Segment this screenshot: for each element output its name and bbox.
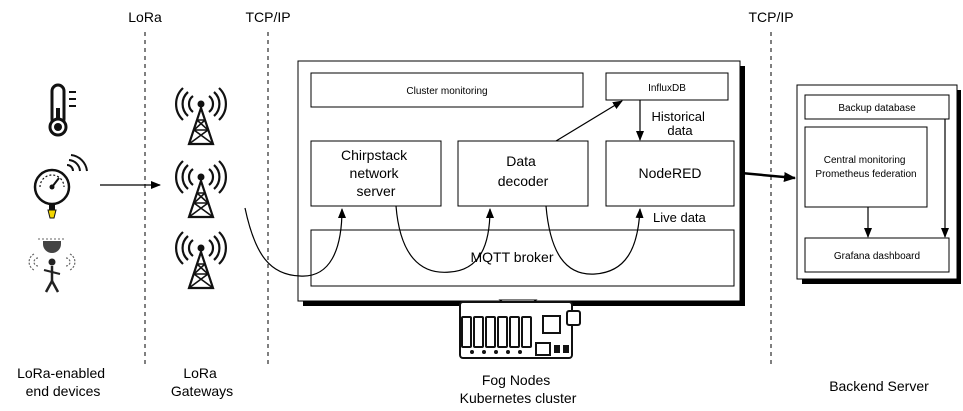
chirpstack-to-decoder-curve [395, 205, 494, 273]
mqtt-broker-label: MQTT broker [471, 249, 554, 265]
pressure-gauge-icon [33, 154, 88, 219]
historical-data-label: Historical data [651, 109, 708, 138]
tcp-label-right: TCP/IP [748, 9, 793, 25]
chirpstack-box [310, 140, 442, 207]
fog-caption: Fog Nodes Kubernetes cluster [460, 372, 577, 406]
data-decoder-label: Data decoder [498, 153, 549, 189]
antenna-tower-icon [175, 87, 227, 146]
mqtt-broker-box [310, 229, 735, 287]
grafana-dashboard-box [804, 237, 950, 273]
live-data-label: Live data [653, 210, 707, 225]
nodered-box [605, 140, 735, 207]
decoder-to-influxdb-arrow [555, 100, 623, 142]
raspberry-pi-icon [459, 299, 581, 359]
grafana-dashboard-label: Grafana dashboard [834, 251, 920, 262]
thermometer-icon [48, 83, 76, 137]
gateways-caption: LoRa Gateways [171, 365, 233, 399]
lora-label: LoRa [128, 9, 162, 25]
decoder-to-nodered-curve [545, 205, 644, 275]
tcp-label-left: TCP/IP [245, 9, 290, 25]
antenna-tower-icon [175, 231, 227, 290]
backend-caption: Backend Server [829, 378, 929, 394]
cluster-monitoring-label: Cluster monitoring [406, 86, 487, 97]
nodered-label: NodeRED [638, 165, 701, 181]
data-decoder-box [457, 140, 589, 207]
antenna-tower-icon [175, 160, 227, 219]
backup-database-box [804, 94, 950, 120]
motion-sensor-icon [28, 238, 76, 293]
cluster-monitoring-box [310, 72, 584, 108]
devices-caption: LoRa-enabled end devices [17, 365, 109, 399]
gateway-to-chirpstack-curve [244, 207, 346, 277]
backup-database-label: Backup database [838, 103, 916, 114]
influxdb-box [605, 72, 729, 101]
influxdb-label: InfluxDB [648, 83, 686, 94]
chirpstack-label: Chirpstack network server [341, 147, 411, 199]
fog-to-backend-arrow [740, 171, 796, 182]
central-monitoring-box [804, 126, 928, 208]
central-monitoring-label: Central monitoring Prometheus federation [815, 155, 916, 180]
